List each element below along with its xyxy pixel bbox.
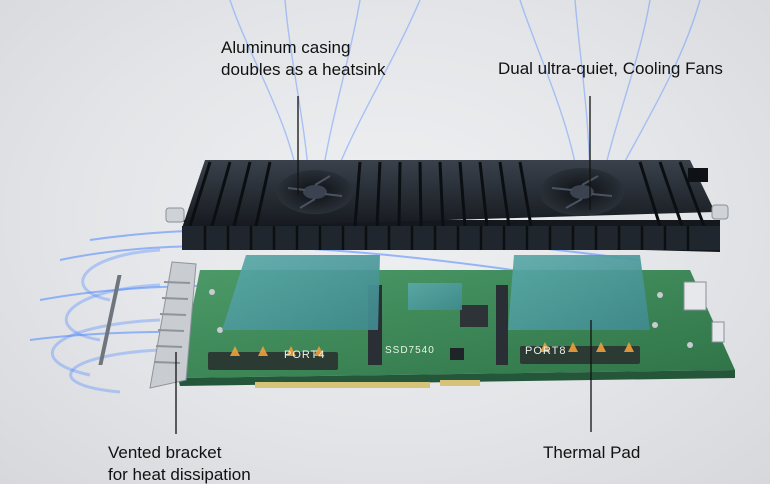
vented-bracket — [98, 261, 197, 389]
board-silkscreen: PORT4 PORT8 SSD7540 — [284, 345, 566, 361]
callout-vented-line-1: Vented bracket — [108, 443, 222, 462]
thermal-pad-left — [222, 255, 380, 330]
callout-lines — [175, 96, 592, 434]
board-model-label: SSD7540 — [385, 345, 435, 356]
port-label-right: PORT8 — [525, 345, 566, 357]
airflow-side-left — [50, 248, 161, 394]
thermal-pads — [222, 255, 650, 330]
callout-casing-label: Aluminum casing doubles as a heatsink — [221, 37, 385, 81]
port-label-left: PORT4 — [284, 349, 325, 361]
callout-fans-label: Dual ultra-quiet, Cooling Fans — [498, 59, 723, 78]
heatsink-casing — [165, 160, 729, 252]
heat-arrows — [230, 342, 634, 356]
callout-pad-label: Thermal Pad — [543, 443, 641, 462]
callout-casing-line-2: doubles as a heatsink — [221, 60, 386, 79]
thermal-pad-center — [408, 283, 462, 310]
callout-vented-label: Vented bracket for heat dissipation — [108, 442, 251, 484]
fan-left-icon — [277, 170, 353, 214]
callout-vented-line-2: for heat dissipation — [108, 465, 251, 484]
fan-right-icon — [540, 168, 624, 216]
pcie-gold-fingers — [255, 380, 480, 388]
thermal-pad-right — [508, 255, 650, 330]
callout-casing-line-1: Aluminum casing — [221, 38, 351, 57]
